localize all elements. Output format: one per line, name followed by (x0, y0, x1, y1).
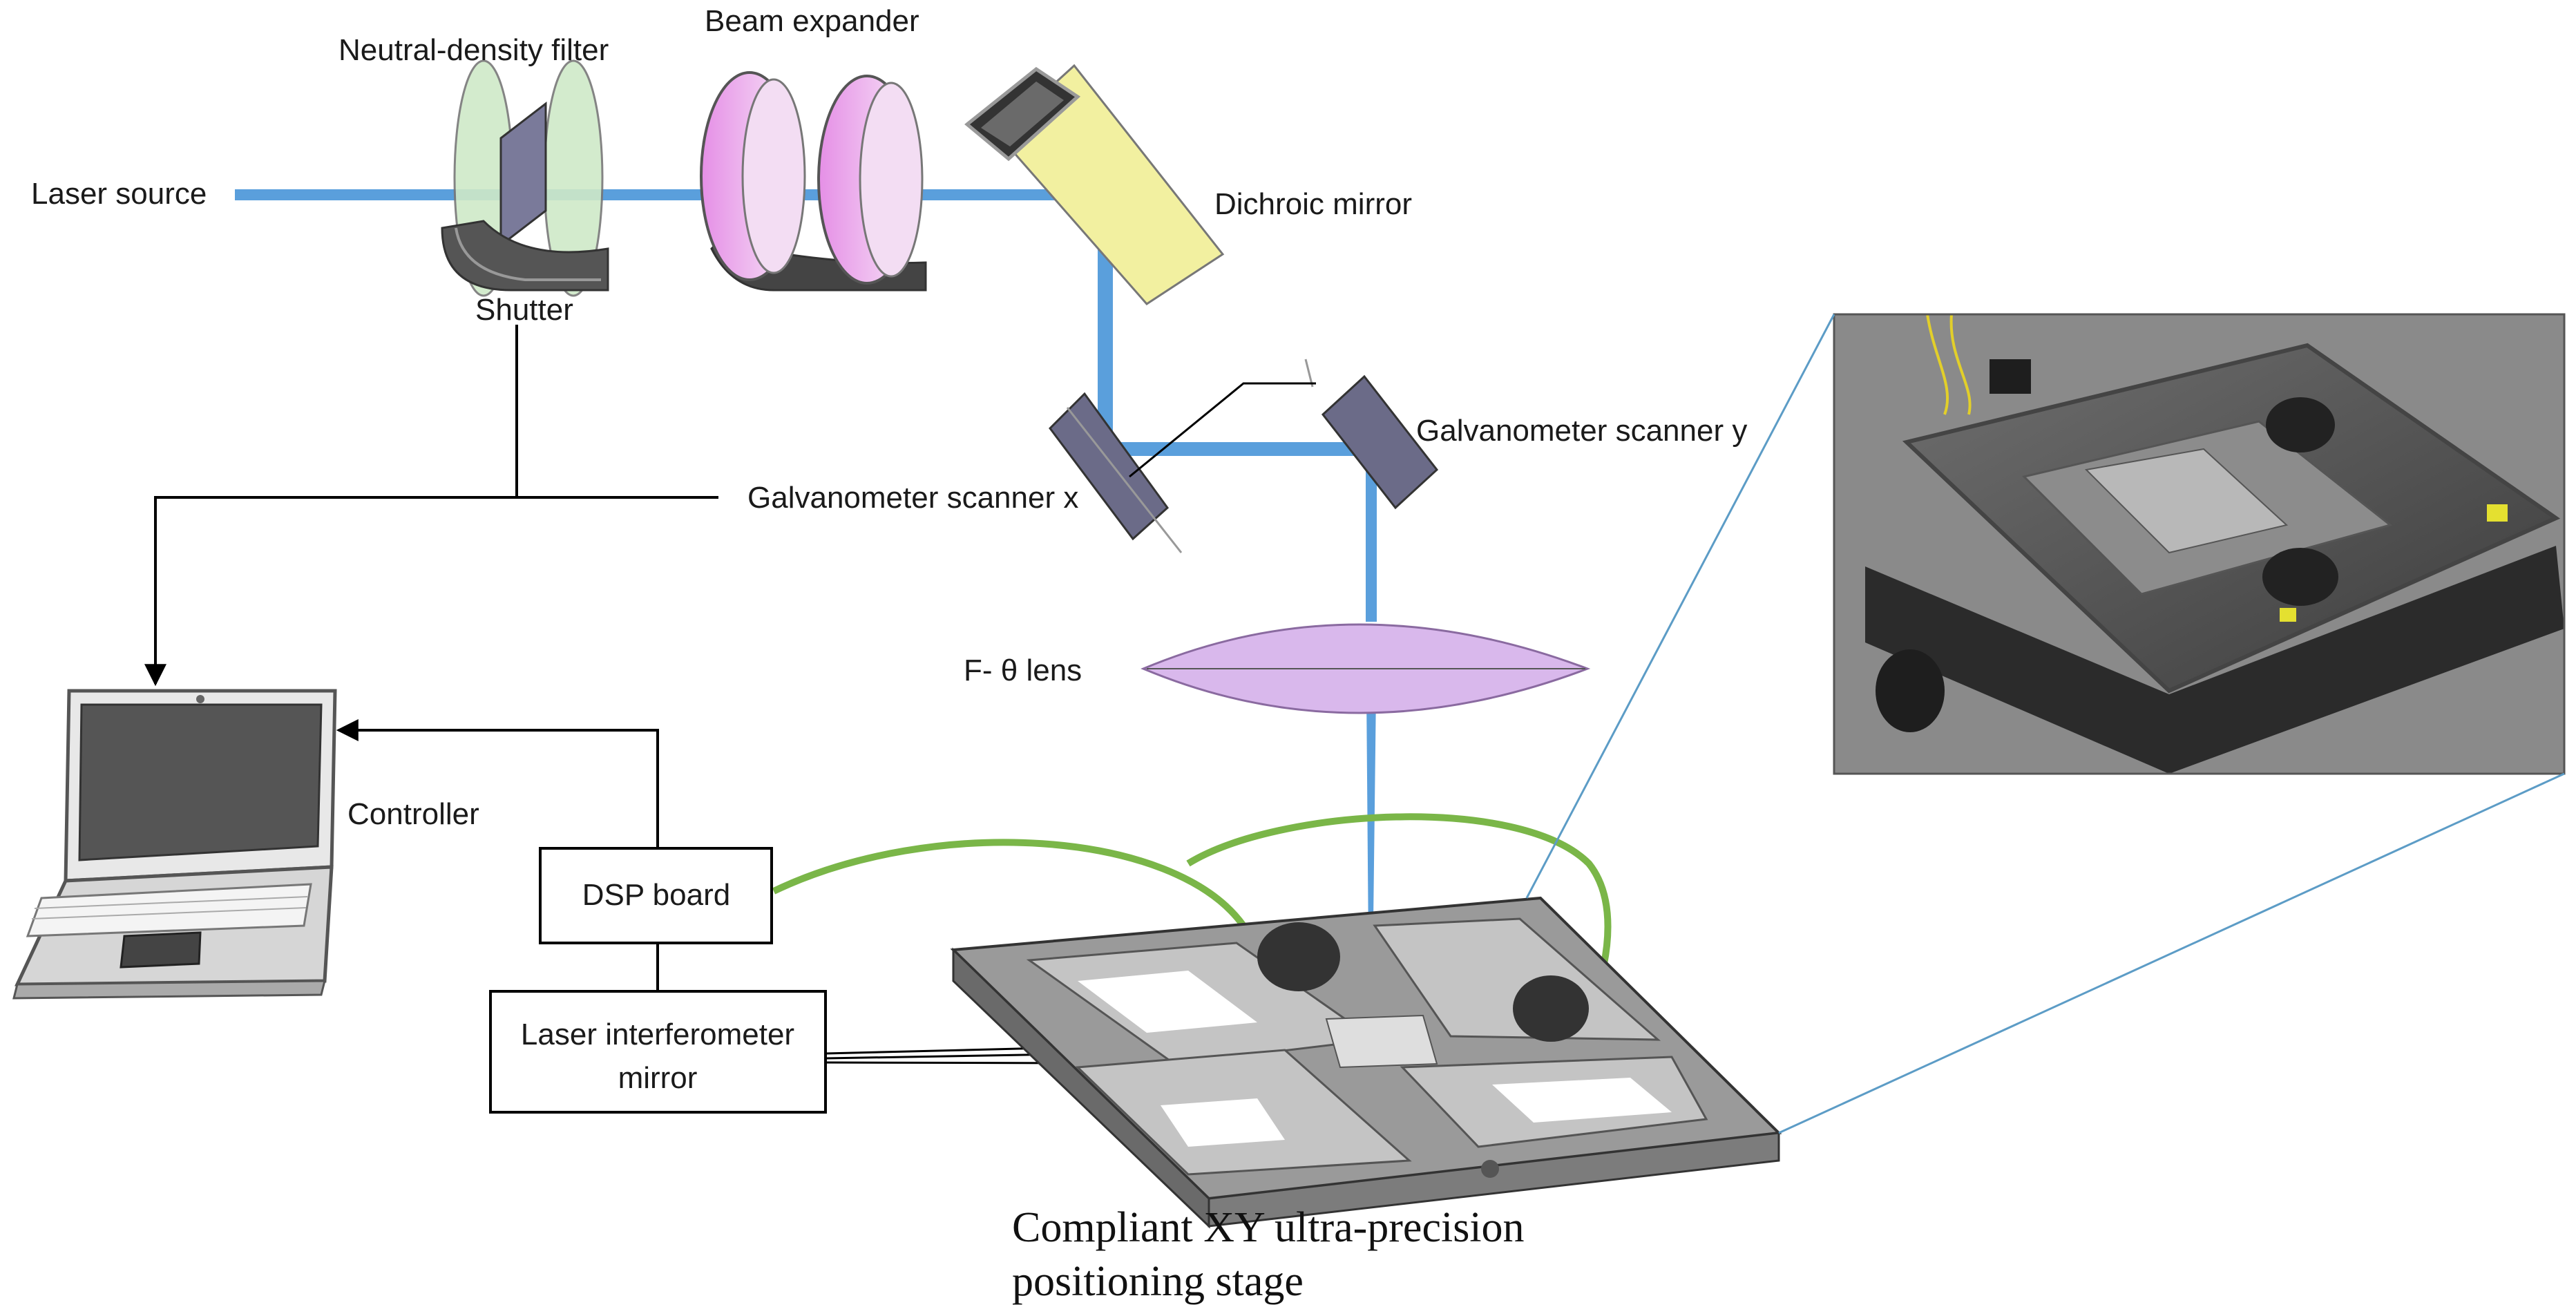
laptop-icon (12, 689, 337, 1000)
label-controller: Controller (347, 797, 479, 831)
label-laser-source: Laser source (31, 177, 207, 211)
label-beam-expander: Beam expander (705, 4, 919, 38)
label-nd-filter: Neutral-density filter (338, 33, 609, 67)
label-galvo-y: Galvanometer scanner y (1416, 414, 1747, 448)
shutter-icon (441, 59, 609, 297)
label-galvo-x: Galvanometer scanner x (747, 481, 1078, 515)
stage-icon (950, 896, 1782, 1229)
cables (772, 813, 1612, 996)
leader-lines (1525, 314, 2565, 1134)
laser-beam (235, 189, 1377, 1036)
beam-expander-icon (700, 71, 927, 292)
label-stage-1: Compliant XY ultra-precision (1012, 1204, 1525, 1251)
label-shutter: Shutter (475, 293, 573, 327)
label-interferometer-1: Laser interferometer (521, 1018, 794, 1051)
photo-inset (1833, 313, 2566, 775)
dichroic-mirror-icon (964, 64, 1225, 305)
label-dichroic-mirror: Dichroic mirror (1214, 187, 1412, 221)
lens-icon (1141, 623, 1591, 714)
dsp-board-box (539, 847, 773, 944)
interferometer-box (489, 990, 827, 1114)
label-stage-2: positioning stage (1012, 1258, 1304, 1305)
label-interferometer-2: mirror (618, 1061, 698, 1095)
galvo-mirror-icon (1049, 359, 1439, 553)
label-dsp-board: DSP board (582, 878, 730, 912)
label-ftheta-lens: F- θ lens (964, 654, 1082, 687)
